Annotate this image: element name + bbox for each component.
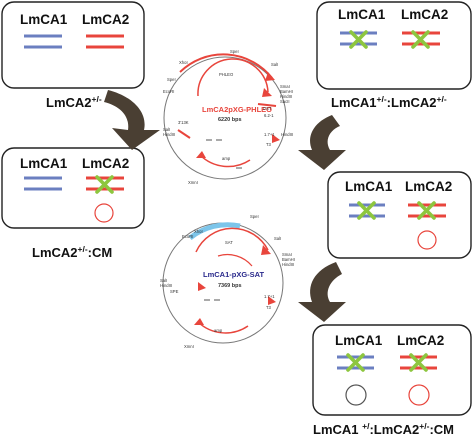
site-spei-top: SpeI xyxy=(230,49,239,54)
site-dst: DST xyxy=(263,106,272,111)
site-bamhi: BamHI xyxy=(280,89,293,94)
site-hindiii: HindIII xyxy=(282,262,294,267)
site-sali-left: SalI xyxy=(163,127,170,132)
knockout-x-icon xyxy=(411,30,430,49)
utr-segment xyxy=(177,129,191,139)
panel-lmca2-het: LmCA1 LmCA2 xyxy=(1,1,145,89)
site-xhoi: XhoI xyxy=(179,60,188,65)
gene-label-lmca2: LmCA2 xyxy=(397,333,444,348)
lmca1-insert-arrowhead xyxy=(261,245,271,255)
site-xhoi: XhoI xyxy=(194,229,203,234)
lmca1-insert-arrow xyxy=(195,227,269,253)
site-amp: amp xyxy=(222,156,231,161)
panel-lmca2-het-cm: LmCA1 LmCA2 xyxy=(1,147,145,229)
site-sat: SAT xyxy=(225,240,233,245)
panel-frame xyxy=(1,147,145,229)
site-phleo: PHLEO xyxy=(219,72,234,77)
caption-double-het: LmCA1+/-:LmCA2+/- xyxy=(331,94,447,110)
knockout-x-icon xyxy=(95,175,114,194)
site-hindiii-l: HindIII xyxy=(160,283,172,288)
knockout-x-icon xyxy=(349,30,368,49)
site-xmni: XmnI xyxy=(188,180,198,185)
site-bamhi: BamHI xyxy=(282,257,295,262)
t7-marker xyxy=(268,296,276,305)
gene-label-lmca1: LmCA1 xyxy=(338,7,386,22)
panel-double-het-double-cm: LmCA1 LmCA2 xyxy=(312,324,472,416)
sat-marker xyxy=(188,222,241,240)
plasmid-map-lmca2-phleo: LmCA2pXG-PHLEO 6220 bps SpeI PHLEO SalI … xyxy=(163,49,293,185)
site-hindiii-b: HindIII xyxy=(281,132,293,137)
site-ecori: EcoRI xyxy=(163,89,174,94)
site-spei-left: SpeI xyxy=(167,77,176,82)
dst-segment xyxy=(257,103,277,107)
curved-arrow-3 xyxy=(298,262,346,322)
phleo-arrowhead xyxy=(265,72,275,81)
panel-double-het: LmCA1 LmCA2 xyxy=(316,1,472,90)
site-sacii: SacII xyxy=(280,99,290,104)
gene-label-lmca1: LmCA1 xyxy=(345,179,393,194)
amp-arrowhead xyxy=(194,318,204,325)
site-sali: SalI xyxy=(271,62,278,67)
knockout-x-icon xyxy=(357,201,376,220)
site-hindiii-l: HindIII xyxy=(163,132,175,137)
site-sali: SalI xyxy=(274,236,281,241)
gene-label-lmca2: LmCA2 xyxy=(82,156,129,171)
knockout-x-icon xyxy=(409,353,428,372)
curved-arrow-2 xyxy=(298,115,346,170)
plasmid-backbone xyxy=(163,56,287,180)
site-sali-left: SalI xyxy=(160,278,167,283)
phleo-arrow xyxy=(179,53,273,79)
plasmid-size: 7369 bps xyxy=(218,283,242,289)
gene-label-lmca2: LmCA2 xyxy=(401,7,448,22)
gene-label-lmca1: LmCA1 xyxy=(20,156,68,171)
inner-arc xyxy=(217,253,253,267)
spe-marker xyxy=(198,282,206,291)
amp-arrowhead xyxy=(196,151,206,158)
curved-arrow-1 xyxy=(104,90,160,150)
site-spei: SpeI xyxy=(250,214,259,219)
knockout-x-icon xyxy=(346,353,365,372)
caption-lmca2-het-cm: LmCA2+/-:CM xyxy=(32,244,112,260)
knockout-x-icon xyxy=(417,201,436,220)
plasmid-name: LmCA1-pXG-SAT xyxy=(203,270,265,279)
episome-circle-lmca2 xyxy=(408,384,430,406)
plasmid-name: LmCA2pXG-PHLEO xyxy=(202,105,272,114)
site-t7: 1.7+1 xyxy=(264,294,275,299)
panel-frame xyxy=(316,1,472,90)
site-t3: T3 xyxy=(266,142,272,147)
site-t7: 1.7+1 xyxy=(264,132,275,137)
site-smai: SmaI xyxy=(280,84,290,89)
site-utr: 3'13K xyxy=(178,120,189,125)
lmca2-insert-arrow xyxy=(197,58,269,97)
site-amp: amp xyxy=(214,328,223,333)
site-kb: 6.2-1 xyxy=(264,113,274,118)
plasmid-size: 6220 bps xyxy=(218,117,242,123)
amp-arrow xyxy=(197,321,249,334)
plasmid-map-lmca1-sat: LmCA1-pXG-SAT 7369 bps SpeI XhoI EcoRI S… xyxy=(160,214,295,349)
caption-lmca2-het: LmCA2+/- xyxy=(46,94,102,110)
site-hindiii-r: HindIII xyxy=(280,94,292,99)
site-t3: T3 xyxy=(266,305,272,310)
episome-circle-lmca1 xyxy=(345,384,367,406)
site-ecori: EcoRI xyxy=(182,234,193,239)
gene-label-lmca2: LmCA2 xyxy=(405,179,452,194)
episome-circle xyxy=(417,230,437,250)
panel-frame xyxy=(1,1,145,89)
t7-marker xyxy=(272,134,280,143)
caption-double-het-double-cm: LmCA1 +/:LmCA2+/-:CM xyxy=(313,421,454,437)
gene-label-lmca2: LmCA2 xyxy=(82,12,129,27)
site-smai: SmaI xyxy=(282,252,292,257)
site-spe: SPE xyxy=(170,289,179,294)
site-xmni: XmnI xyxy=(184,344,194,349)
gene-label-lmca1: LmCA1 xyxy=(335,333,383,348)
amp-arrow xyxy=(199,154,251,168)
gene-label-lmca1: LmCA1 xyxy=(20,12,68,27)
lmca2-insert-arrowhead xyxy=(262,88,272,97)
panel-double-het-cm: LmCA1 LmCA2 xyxy=(327,171,472,259)
panel-frame xyxy=(312,324,472,416)
episome-circle xyxy=(94,203,114,223)
